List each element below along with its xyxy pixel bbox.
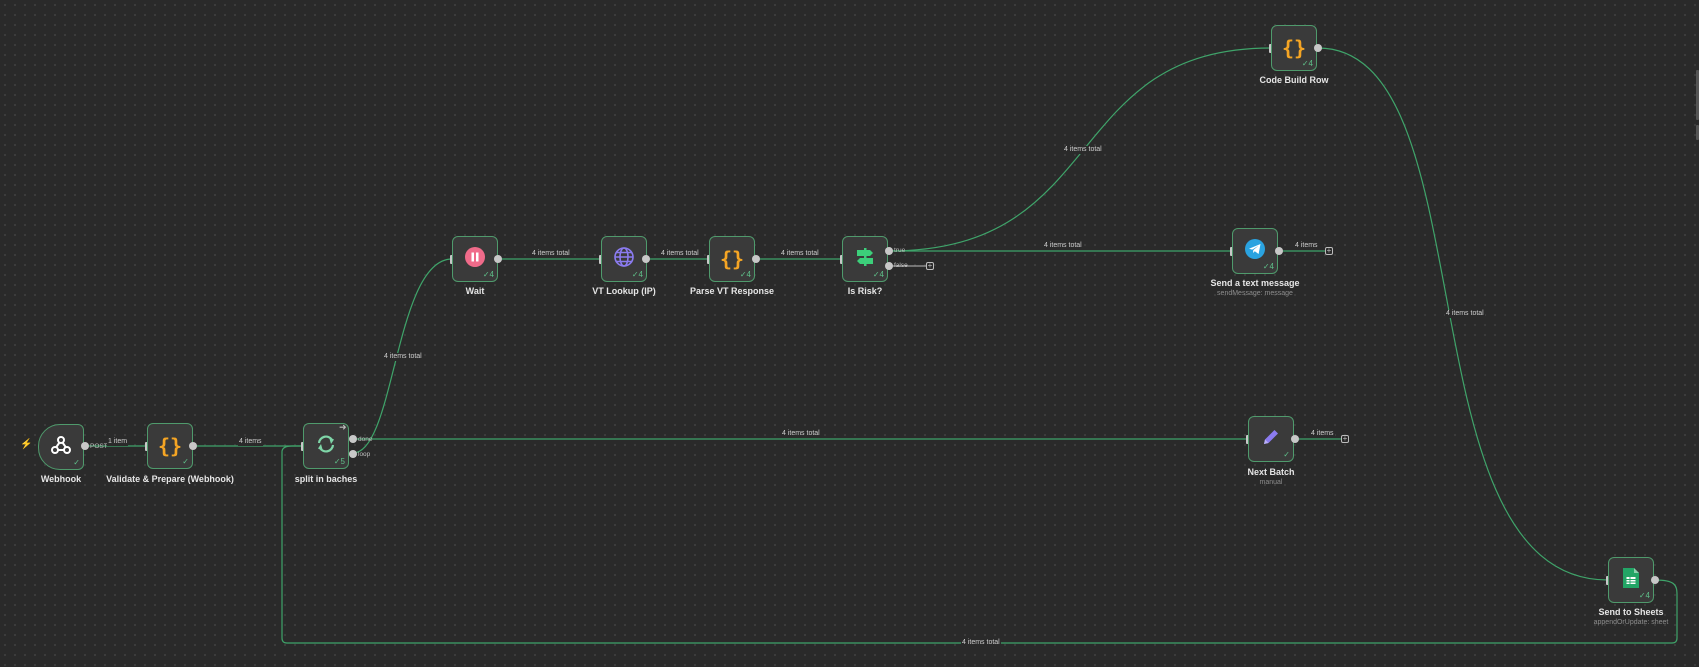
pause-icon [464,246,486,273]
vt-input-port[interactable] [599,255,602,264]
edge-label-vt-parse: 4 items total [660,250,700,258]
add-node-false-button[interactable]: + [926,261,934,270]
edge-label-validate-split: 4 items [238,438,263,446]
webhook-icon [50,434,72,461]
risk-false-port[interactable] [885,262,893,270]
node-validate-prepare[interactable]: {} ✓ [147,423,193,469]
split-done-label: done [358,436,373,443]
validate-output-port[interactable] [189,442,197,450]
node-is-risk[interactable]: ✓4 [842,236,888,282]
next-batch-label: Next Batch [1247,467,1295,477]
trigger-bolt-icon: ⚡ [20,439,33,450]
pencil-icon [1260,426,1282,453]
signpost-icon [854,246,876,273]
node-next-batch[interactable]: ✓ [1248,416,1294,462]
split-done-port[interactable] [349,435,357,443]
vt-output-port[interactable] [642,255,650,263]
edge-label-parse-risk: 4 items total [780,250,820,258]
code-braces-icon: {} [157,434,183,458]
node-split-in-batches[interactable]: ✓5 [303,423,349,469]
vt-label: VT Lookup (IP) [592,286,656,296]
edge-sheets-loop [281,445,1678,644]
sheets-input-port[interactable] [1606,576,1609,585]
success-check-icon: ✓ [73,458,80,467]
wait-label: Wait [465,286,485,296]
edge-label-telegram-out: 4 items [1294,242,1319,250]
edge-label-risk-telegram: 4 items total [1043,242,1083,250]
edge-label-next-out: 4 items [1310,430,1335,438]
next-batch-subtitle: manual [1259,479,1283,486]
wait-input-port[interactable] [450,255,453,264]
risk-label: Is Risk? [847,286,883,296]
parse-input-port[interactable] [707,255,710,264]
validate-input-port[interactable] [145,442,148,451]
next-batch-input-port[interactable] [1246,435,1249,444]
parse-output-port[interactable] [752,255,760,263]
edge-label-risk-code: 4 items total [1063,146,1103,154]
run-count-badge: ✓4 [872,270,884,279]
canvas-scroll-handle-secondary[interactable] [1696,125,1699,140]
node-wait[interactable]: ✓4 [452,236,498,282]
sheets-label: Send to Sheets [1598,607,1664,617]
split-loop-label: loop [358,451,371,458]
risk-true-port[interactable] [885,247,893,255]
globe-icon [613,246,635,273]
split-input-port[interactable] [301,442,304,451]
node-vt-lookup[interactable]: ✓4 [601,236,647,282]
wait-output-port[interactable] [494,255,502,263]
webhook-port-label: POST [90,443,108,450]
run-count-badge: ✓4 [1262,262,1274,271]
edge-label-wait-vt: 4 items total [531,250,571,258]
success-check-icon: ✓ [182,457,189,466]
run-count-badge: ✓4 [1301,59,1313,68]
edge-label-sheets-loop: 4 items total [961,639,1001,647]
webhook-output-port[interactable] [81,442,89,450]
telegram-subtitle: sendMessage: message [1217,290,1293,297]
telegram-input-port[interactable] [1230,247,1233,256]
run-count-badge: ✓4 [631,270,643,279]
node-parse-vt[interactable]: {} ✓4 [709,236,755,282]
add-node-after-next-batch-button[interactable]: + [1341,434,1349,443]
edge-label-split-wait: 4 items total [383,353,423,361]
edge-label-code-sheets: 4 items total [1445,310,1485,318]
google-sheets-icon [1622,567,1640,594]
run-count-badge: ✓4 [482,270,494,279]
risk-false-label: false [894,262,908,269]
telegram-label: Send a text message [1210,278,1300,288]
run-count-badge: ✓4 [1638,591,1650,600]
node-send-to-sheets[interactable]: ✓4 [1608,557,1654,603]
sheets-output-port[interactable] [1651,576,1659,584]
canvas-scroll-handle[interactable] [1696,70,1699,120]
code-build-input-port[interactable] [1269,44,1272,53]
telegram-output-port[interactable] [1275,247,1283,255]
node-code-build-row[interactable]: {} ✓4 [1271,25,1317,71]
webhook-label: Webhook [40,474,82,484]
code-braces-icon: {} [1281,36,1307,60]
split-loop-port[interactable] [349,450,357,458]
success-check-icon: ✓ [1283,450,1290,459]
telegram-icon [1244,238,1266,265]
validate-label: Validate & Prepare (Webhook) [106,474,234,484]
loop-arrows-icon [314,432,338,461]
edge-label-webhook-validate: 1 item [107,438,129,446]
run-count-badge: ✓4 [739,270,751,279]
code-braces-icon: {} [719,247,745,271]
loop-arrow-icon: ➜ [339,422,347,432]
risk-input-port[interactable] [840,255,843,264]
node-webhook[interactable]: ✓ [38,424,84,470]
risk-true-label: true [894,247,906,254]
node-send-text-message[interactable]: ✓4 [1232,228,1278,274]
parse-label: Parse VT Response [689,286,775,296]
code-build-output-port[interactable] [1314,44,1322,52]
run-count-badge: ✓5 [333,457,345,466]
next-batch-output-port[interactable] [1291,435,1299,443]
sheets-subtitle: appendOrUpdate: sheet [1593,619,1669,626]
code-build-label: Code Build Row [1259,75,1329,85]
edge-label-split-next: 4 items total [781,430,821,438]
add-node-after-telegram-button[interactable]: + [1325,246,1333,255]
split-label: split in baches [294,474,358,484]
